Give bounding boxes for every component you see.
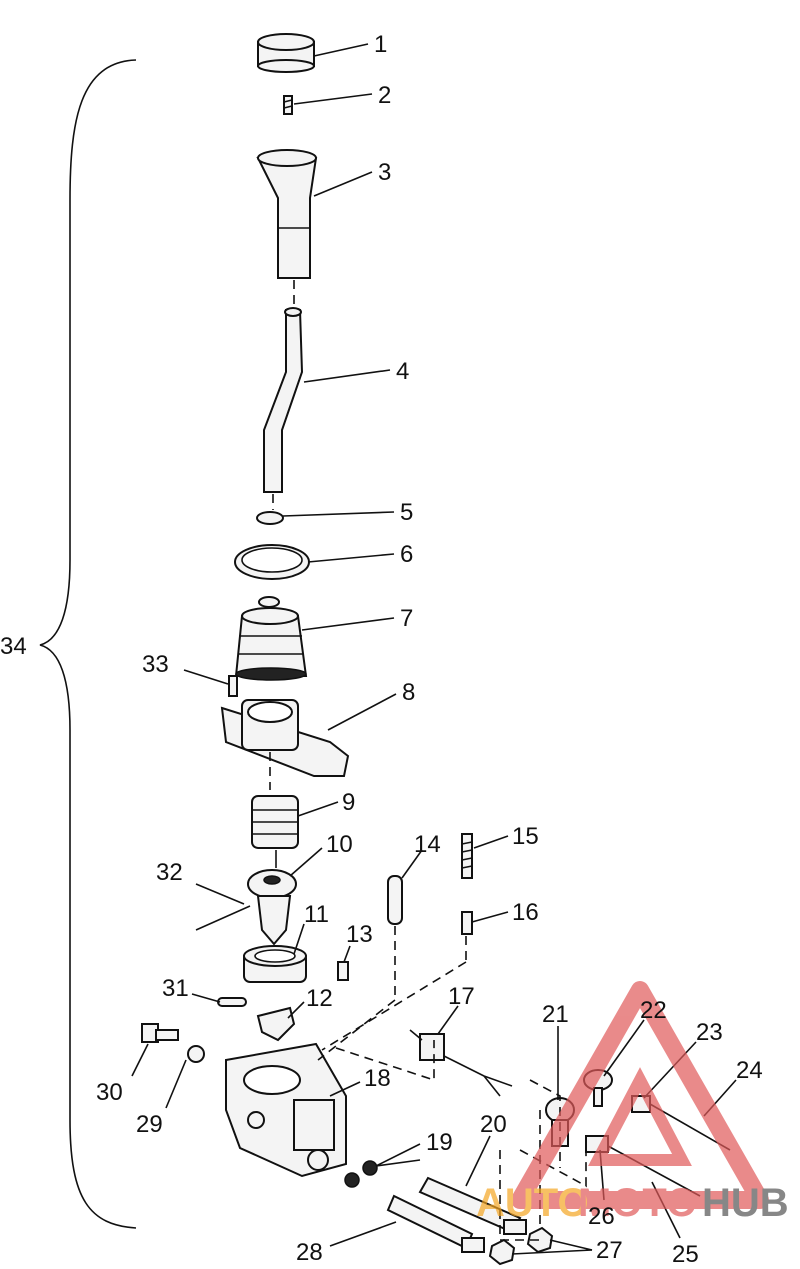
label-13: 13 xyxy=(346,921,373,948)
guide-dashed xyxy=(321,961,467,1051)
label-28: 28 xyxy=(296,1239,323,1266)
label-25: 25 xyxy=(672,1241,699,1268)
part-27-nuts xyxy=(488,1226,554,1266)
label-21: 21 xyxy=(542,1001,569,1028)
label-34: 34 xyxy=(0,633,27,660)
part-9-boot xyxy=(251,795,299,868)
part-2-screw xyxy=(283,95,293,115)
part-6-large-ring xyxy=(234,544,310,580)
label-14: 14 xyxy=(414,831,441,858)
part-12-cam xyxy=(256,1006,296,1042)
label-17: 17 xyxy=(448,983,475,1010)
label-31: 31 xyxy=(162,975,189,1002)
label-11: 11 xyxy=(304,901,329,928)
watermark-triangle xyxy=(511,981,769,1209)
part-16-spacer xyxy=(461,911,473,962)
guide-dashed xyxy=(499,1150,540,1241)
part-28-rod xyxy=(386,1194,485,1253)
label-24: 24 xyxy=(736,1057,763,1084)
part-30-bolt xyxy=(141,1023,179,1043)
guide-dashed xyxy=(317,999,396,1061)
part-3-knob xyxy=(256,149,318,306)
label-9: 9 xyxy=(342,789,355,816)
part-labels: 1 2 3 4 5 6 7 8 9 10 11 12 13 14 15 16 1… xyxy=(0,31,763,1268)
label-23: 23 xyxy=(696,1019,723,1046)
part-11-collar xyxy=(243,945,307,983)
watermark-text-part1: AUTO xyxy=(476,1181,589,1225)
label-2: 2 xyxy=(378,82,391,109)
part-4-lever xyxy=(263,307,304,510)
part-10-pivot xyxy=(247,869,297,946)
label-15: 15 xyxy=(512,823,539,850)
part-7-boot xyxy=(234,596,308,681)
label-6: 6 xyxy=(400,541,413,568)
part-18-housing xyxy=(225,1042,347,1178)
part-15-stud xyxy=(461,833,473,879)
guide-dashed xyxy=(519,1142,587,1188)
watermark-text-part3: HUB xyxy=(702,1181,789,1225)
label-3: 3 xyxy=(378,159,391,186)
label-7: 7 xyxy=(400,605,413,632)
label-22: 22 xyxy=(640,997,667,1024)
part-20-rod xyxy=(418,1176,527,1235)
watermark-triangle-inner xyxy=(588,1067,692,1166)
label-1: 1 xyxy=(374,31,387,58)
label-26: 26 xyxy=(588,1203,615,1230)
part-1-cap xyxy=(257,33,315,73)
part-29-washer xyxy=(187,1045,205,1063)
label-33: 33 xyxy=(142,651,169,678)
part-33-screw xyxy=(228,675,238,697)
part-14-pin xyxy=(387,875,403,1000)
part-32-pin xyxy=(195,905,251,931)
watermark-logo: AUTO MOTO HUB xyxy=(476,981,789,1225)
guide-dashed xyxy=(335,1040,435,1082)
label-10: 10 xyxy=(326,831,353,858)
label-8: 8 xyxy=(402,679,415,706)
label-32: 32 xyxy=(156,859,183,886)
label-30: 30 xyxy=(96,1079,123,1106)
label-19: 19 xyxy=(426,1129,453,1156)
label-12: 12 xyxy=(306,985,333,1012)
label-16: 16 xyxy=(512,899,539,926)
watermark-text-part2: MOTO xyxy=(578,1181,697,1225)
part-13-screw xyxy=(337,961,349,981)
label-29: 29 xyxy=(136,1111,163,1138)
label-5: 5 xyxy=(400,499,413,526)
part-8-plate xyxy=(220,699,350,790)
part-31-pin xyxy=(217,997,247,1007)
label-20: 20 xyxy=(480,1111,507,1138)
part-19-orings xyxy=(344,1160,378,1188)
assembly-bracket xyxy=(39,59,137,1229)
label-18: 18 xyxy=(364,1065,391,1092)
part-17-switch xyxy=(409,1029,513,1097)
part-5-ring xyxy=(256,511,284,525)
leader-lines xyxy=(131,43,737,1255)
label-27: 27 xyxy=(596,1237,623,1264)
label-4: 4 xyxy=(396,358,409,385)
